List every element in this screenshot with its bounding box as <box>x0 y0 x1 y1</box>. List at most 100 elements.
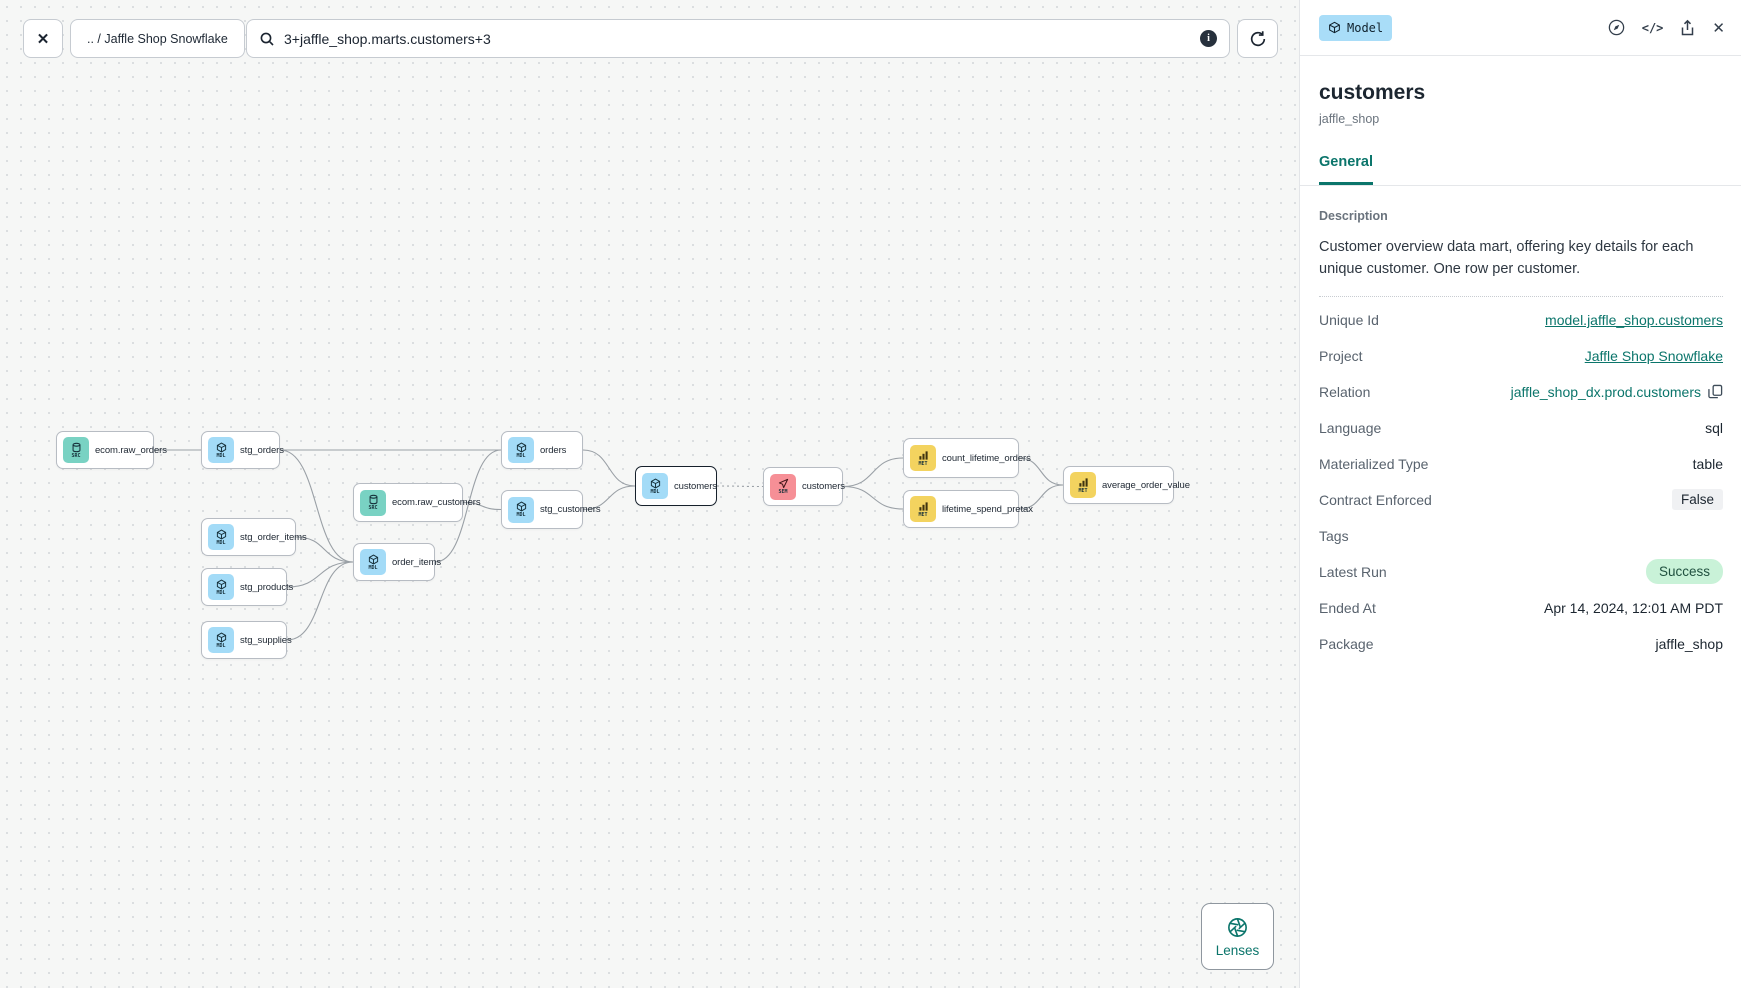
lens-aperture-icon <box>1226 916 1249 939</box>
lineage-node-ecom_raw_customers[interactable]: SRC ecom.raw_customers <box>353 483 481 522</box>
node-label: ecom.raw_orders <box>95 444 167 456</box>
info-icon[interactable]: i <box>1200 30 1217 47</box>
graph-toolbar: ✕ .. / Jaffle Shop Snowflake i <box>0 0 1299 78</box>
field-label: Relation <box>1319 383 1371 400</box>
field-value: Apr 14, 2024, 12:01 AM PDT <box>1544 599 1723 616</box>
field-label: Latest Run <box>1319 563 1387 580</box>
breadcrumb[interactable]: .. / Jaffle Shop Snowflake <box>70 19 245 58</box>
panel-header: Model </> ✕ <box>1300 0 1741 56</box>
node-label: stg_products <box>240 581 294 593</box>
field-label: Package <box>1319 635 1374 652</box>
node-label: stg_supplies <box>240 634 292 646</box>
field-row-relation: Relation jaffle_shop_dx.prod.customers <box>1319 374 1723 410</box>
edge-customers_sem-to-lifetime_spend_pretax <box>842 485 904 510</box>
lineage-node-customers_sem[interactable]: SEM customers <box>763 467 845 506</box>
lineage-node-stg_order_items[interactable]: MDL stg_order_items <box>201 518 307 556</box>
lineage-node-stg_customers[interactable]: MDL stg_customers <box>501 490 601 529</box>
close-icon: ✕ <box>36 30 50 48</box>
cube-icon: MDL <box>642 473 668 499</box>
panel-actions: </> ✕ <box>1607 18 1725 37</box>
node-label: lifetime_spend_pretax <box>942 503 1033 515</box>
field-label: Project <box>1319 347 1363 364</box>
edge-orders-to-customers <box>582 449 636 487</box>
share-icon[interactable] <box>1679 19 1696 37</box>
cube-icon: MDL <box>208 574 234 600</box>
field-row-unique-id: Unique Id model.jaffle_shop.customers <box>1319 302 1723 338</box>
field-value: sql <box>1705 419 1723 436</box>
bar-chart-icon: MET <box>910 445 936 471</box>
node-label: stg_orders <box>240 444 284 456</box>
field-value-link[interactable]: model.jaffle_shop.customers <box>1545 311 1723 328</box>
refresh-button[interactable] <box>1237 19 1278 58</box>
explore-compass-icon[interactable] <box>1607 18 1626 37</box>
cube-icon <box>1328 21 1341 34</box>
cube-icon: MDL <box>208 437 234 463</box>
field-label: Unique Id <box>1319 311 1379 328</box>
panel-subtitle: jaffle_shop <box>1319 112 1380 126</box>
panel-title: customers <box>1319 81 1426 104</box>
edge-customers-to-customers_sem <box>716 485 764 488</box>
node-label: ecom.raw_customers <box>392 497 481 508</box>
cube-icon: MDL <box>508 496 534 523</box>
field-label: Materialized Type <box>1319 455 1429 472</box>
lineage-node-stg_orders[interactable]: MDL stg_orders <box>201 431 284 469</box>
send-icon: SEM <box>770 473 796 500</box>
status-badge: Success <box>1645 559 1723 585</box>
field-value: table <box>1692 455 1723 472</box>
node-label: order_items <box>392 556 442 568</box>
field-label: Ended At <box>1319 599 1376 616</box>
close-panel-icon[interactable]: ✕ <box>1712 19 1725 37</box>
node-label: average_order_value <box>1102 479 1190 491</box>
model-type-badge: Model <box>1319 14 1393 41</box>
search-icon <box>259 31 275 47</box>
description-label: Description <box>1319 209 1388 223</box>
field-row-latest-run: Latest Run Success <box>1319 554 1723 590</box>
field-row-package: Package jaffle_shop <box>1319 626 1723 662</box>
tab-general[interactable]: General <box>1319 154 1373 185</box>
database-icon: SRC <box>360 489 386 516</box>
lineage-node-ecom_raw_orders[interactable]: SRC ecom.raw_orders <box>56 431 167 469</box>
model-badge-label: Model <box>1347 20 1384 35</box>
code-icon[interactable]: </> <box>1641 20 1664 35</box>
breadcrumb-label: .. / Jaffle Shop Snowflake <box>87 31 228 46</box>
panel-tabs: General <box>1300 153 1741 186</box>
lineage-node-order_items[interactable]: MDL order_items <box>353 543 441 581</box>
node-label: stg_order_items <box>240 531 307 543</box>
field-row-tags: Tags <box>1319 518 1723 554</box>
edge-customers_sem-to-count_lifetime_orders <box>842 457 904 488</box>
node-label: customers <box>802 481 845 492</box>
search-input[interactable] <box>284 30 1191 47</box>
node-label: stg_customers <box>540 504 601 515</box>
close-lineage-button[interactable]: ✕ <box>23 19 63 58</box>
field-value-link[interactable]: jaffle_shop_dx.prod.customers <box>1510 383 1701 400</box>
field-value-link[interactable]: Jaffle Shop Snowflake <box>1584 347 1723 364</box>
node-label: orders <box>540 444 567 456</box>
lineage-search: i <box>246 19 1230 58</box>
field-label: Tags <box>1319 527 1349 544</box>
section-divider <box>1319 295 1723 297</box>
cube-icon: MDL <box>208 524 234 550</box>
cube-icon: MDL <box>360 549 386 575</box>
lineage-node-stg_products[interactable]: MDL stg_products <box>201 568 293 606</box>
bar-chart-icon: MET <box>1070 472 1096 498</box>
field-value: jaffle_shop <box>1655 635 1723 652</box>
edge-stg_supplies-to-order_items <box>286 561 354 641</box>
copy-icon[interactable] <box>1708 384 1723 399</box>
lenses-label: Lenses <box>1215 942 1260 958</box>
bar-chart-icon: MET <box>910 496 936 522</box>
lenses-button[interactable]: Lenses <box>1201 903 1274 970</box>
field-row-materialized-type: Materialized Type table <box>1319 446 1723 482</box>
field-label: Contract Enforced <box>1319 491 1432 508</box>
field-row-project: Project Jaffle Shop Snowflake <box>1319 338 1723 374</box>
lineage-node-average_order_value[interactable]: MET average_order_value <box>1063 466 1190 504</box>
lineage-node-lifetime_spend_pretax[interactable]: MET lifetime_spend_pretax <box>903 490 1033 528</box>
database-icon: SRC <box>63 437 89 463</box>
